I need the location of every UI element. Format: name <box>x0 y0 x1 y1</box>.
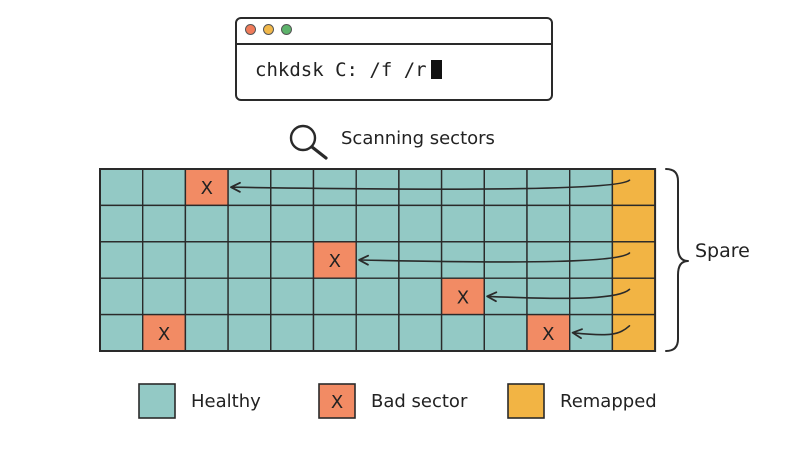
healthy-sector <box>227 313 272 352</box>
legend-swatches: X <box>138 383 545 419</box>
spare-brace <box>665 168 689 352</box>
healthy-sector <box>227 277 272 316</box>
healthy-sector <box>398 277 443 316</box>
bad-sector <box>526 313 571 352</box>
healthy-sector <box>270 313 315 352</box>
healthy-sector <box>483 241 528 279</box>
healthy-sector <box>355 204 400 243</box>
text-cursor <box>430 60 442 79</box>
healthy-sector <box>227 204 272 243</box>
bad-sector-mark: X <box>329 251 341 272</box>
terminal-title-bar <box>237 19 551 45</box>
spare-sector <box>611 241 656 279</box>
bad-sector-mark: X <box>158 324 170 345</box>
healthy-sector <box>184 277 229 316</box>
healthy-sector <box>312 204 357 243</box>
healthy-sector <box>526 277 571 316</box>
healthy-sector <box>440 313 486 352</box>
legend-label-healthy: Healthy <box>191 391 261 412</box>
healthy-sector <box>569 204 614 243</box>
healthy-sector <box>355 313 400 352</box>
healthy-sector <box>141 241 187 279</box>
healthy-sector <box>99 313 144 352</box>
healthy-sector <box>141 277 187 316</box>
bad-sector-mark: X <box>201 178 213 199</box>
healthy-sector <box>526 241 571 279</box>
remap-arrow <box>358 252 631 266</box>
healthy-sector <box>184 241 229 279</box>
bad-sector-mark: X <box>542 324 554 345</box>
healthy-sector <box>141 204 187 243</box>
remap-arrow <box>230 179 631 193</box>
legend-swatch-healthy <box>138 383 176 419</box>
legend-swatch-mark: X <box>331 392 343 413</box>
legend-label-remapped: Remapped <box>560 391 657 412</box>
scan-label: Scanning sectors <box>341 128 495 149</box>
healthy-sector <box>141 168 187 207</box>
minimize-dot-icon <box>263 24 274 35</box>
healthy-sector <box>312 277 357 316</box>
healthy-sector <box>398 241 443 279</box>
healthy-sector <box>312 313 357 352</box>
bad-sector-mark: X <box>457 287 469 308</box>
healthy-sector <box>440 204 486 243</box>
healthy-sector <box>483 168 528 207</box>
terminal-command: chkdsk C: /f /r <box>255 59 442 81</box>
healthy-sector <box>398 168 443 207</box>
remap-arrow <box>486 288 631 303</box>
spare-sector <box>611 168 656 207</box>
healthy-sector <box>526 204 571 243</box>
magnifier-icon <box>289 124 328 160</box>
healthy-sector <box>270 204 315 243</box>
maximize-dot-icon <box>281 24 292 35</box>
healthy-sector <box>440 241 486 279</box>
healthy-sector <box>270 277 315 316</box>
grid-border <box>99 168 657 352</box>
legend-label-bad: Bad sector <box>371 391 468 412</box>
remap-arrows <box>230 179 631 340</box>
healthy-sector <box>227 241 272 279</box>
healthy-sector <box>355 168 400 207</box>
close-dot-icon <box>245 24 256 35</box>
spare-label: Spare <box>695 240 750 262</box>
healthy-sector <box>99 277 144 316</box>
healthy-sector <box>398 313 443 352</box>
healthy-sector <box>398 204 443 243</box>
spare-sector <box>611 277 656 316</box>
sector-grid: X X X X X <box>99 168 657 352</box>
healthy-sector <box>184 204 229 243</box>
healthy-sector <box>184 313 229 352</box>
healthy-sector <box>99 168 144 207</box>
healthy-sector <box>99 204 144 243</box>
healthy-sector <box>483 204 528 243</box>
healthy-sector <box>355 277 400 316</box>
remap-arrow <box>571 325 631 340</box>
healthy-sector <box>483 313 528 352</box>
healthy-sector <box>99 241 144 279</box>
spare-sector <box>611 204 656 243</box>
healthy-sector <box>440 168 486 207</box>
healthy-sector <box>270 241 315 279</box>
command-text: chkdsk C: /f /r <box>255 59 427 81</box>
healthy-sector <box>312 168 357 207</box>
terminal-window: chkdsk C: /f /r <box>235 17 553 101</box>
legend-swatch-bad <box>318 383 356 419</box>
legend-swatch-remapped <box>507 383 545 419</box>
